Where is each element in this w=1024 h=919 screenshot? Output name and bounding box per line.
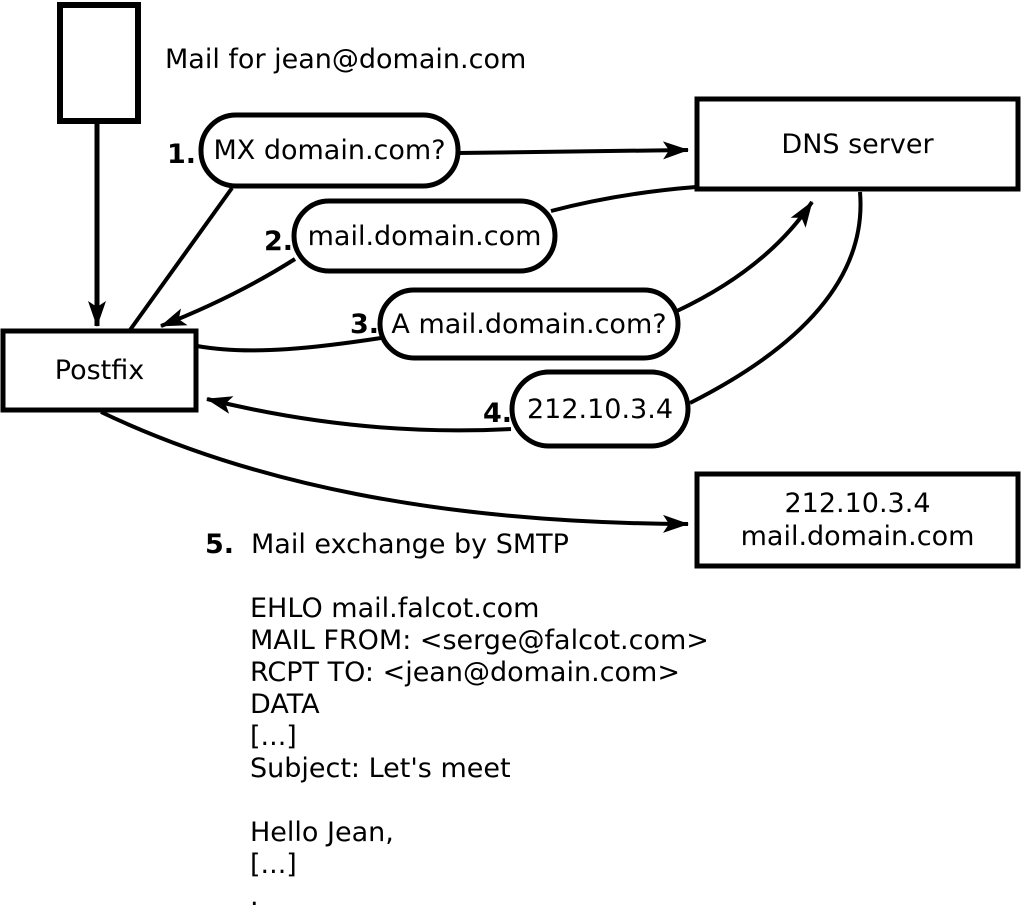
step5-label: Mail exchange by SMTP: [251, 529, 569, 560]
step2-response-label: mail.domain.com: [307, 220, 542, 252]
mail-server-node: [694, 471, 1021, 569]
line-dns-to-pill4: [689, 191, 863, 405]
line-dns-to-pill2: [550, 185, 697, 213]
step1-number: 1.: [167, 139, 197, 170]
postfix-label: Postfix: [54, 355, 145, 386]
pill-step2: [291, 198, 558, 274]
arrow-pill3-to-dns: [676, 200, 814, 313]
envelope-node: [57, 2, 141, 124]
step4-number: 4.: [483, 398, 513, 429]
line-postfix-to-pill1: [128, 186, 234, 332]
pill-step1: [198, 112, 461, 189]
step1-query-label: MX domain.com?: [213, 135, 446, 166]
smtp-session-transcript: EHLO mail.falcot.com MAIL FROM: <serge@f…: [250, 593, 709, 912]
dns-server-node: [694, 96, 1021, 192]
mail-server-label: 212.10.3.4 mail.domain.com: [697, 474, 1018, 566]
line-postfix-to-pill3: [196, 336, 382, 353]
pill-step3: [377, 287, 681, 361]
arrow-pill1-to-dns: [457, 141, 689, 160]
postfix-node: [0, 328, 199, 413]
arrow-postfix-to-mail-server: [100, 410, 689, 533]
arrow-pill2-to-postfix: [160, 257, 297, 328]
mail-server-ip: 212.10.3.4: [784, 488, 931, 519]
pill-step4: [509, 369, 691, 449]
step2-number: 2.: [264, 226, 294, 257]
arrow-pill4-to-postfix: [206, 396, 512, 433]
diagram-caption: Mail for jean@domain.com: [165, 44, 527, 75]
step3-query-label: A mail.domain.com?: [391, 308, 667, 340]
step3-number: 3.: [350, 309, 380, 340]
step4-response-label: 212.10.3.4: [527, 393, 673, 425]
step5-number: 5.: [205, 529, 235, 560]
dns-server-label: DNS server: [781, 128, 934, 160]
mail-server-hostname: mail.domain.com: [740, 521, 975, 552]
